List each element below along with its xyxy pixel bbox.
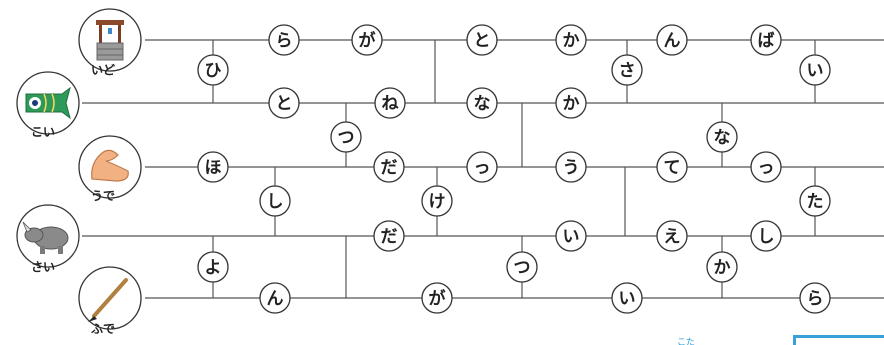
kana-char: と <box>276 94 293 114</box>
brush-icon <box>88 278 128 322</box>
kana-char: ら <box>276 31 293 51</box>
carp-streamer-icon <box>25 86 71 120</box>
kana-char: ん <box>664 31 681 51</box>
kana-char: だ <box>381 158 398 178</box>
kana-circle: ん <box>656 24 688 56</box>
kana-char: ひ <box>205 61 222 81</box>
kana-char: ば <box>758 31 775 51</box>
arm-muscle-icon <box>91 149 129 182</box>
kana-char: け <box>429 192 446 212</box>
kana-circle: な <box>466 87 498 119</box>
start-label: いど <box>91 63 115 77</box>
kana-circle: が <box>351 24 383 56</box>
kana-char: つ <box>338 128 355 148</box>
kana-char: ん <box>267 289 284 309</box>
kana-circles: らがとかんばひさいとねなかつなほだっうてっしけただいえしよつかんがいら <box>197 24 831 314</box>
kana-char: な <box>714 128 731 148</box>
kana-circle: が <box>421 282 453 314</box>
kana-circle: か <box>706 251 738 283</box>
kana-circle: と <box>268 87 300 119</box>
kana-char: か <box>563 31 580 51</box>
well-icon <box>96 20 124 61</box>
kana-circle: ら <box>268 24 300 56</box>
start-label: ふで <box>91 322 115 336</box>
kana-char: と <box>474 31 491 51</box>
kana-circle: ひ <box>197 54 229 86</box>
kana-circle: つ <box>506 251 538 283</box>
kana-circle: し <box>750 220 782 252</box>
kana-char: な <box>474 94 491 114</box>
footer-area: こた <box>677 335 884 345</box>
kana-char: て <box>664 158 681 178</box>
kana-char: ら <box>807 289 824 309</box>
start-well: いど <box>78 8 142 77</box>
kana-char: っ <box>474 158 491 178</box>
kana-circle: つ <box>330 121 362 153</box>
kana-circle: ほ <box>197 151 229 183</box>
kana-char: が <box>429 288 446 309</box>
kana-circle: か <box>555 87 587 119</box>
kana-char: え <box>664 227 681 247</box>
kana-circle: し <box>259 185 291 217</box>
footer-text-fragment: こた <box>677 337 695 345</box>
kana-circle: い <box>555 220 587 252</box>
kana-circle: よ <box>197 251 229 283</box>
kana-circle: っ <box>466 151 498 183</box>
kana-circle: ら <box>799 282 831 314</box>
kana-circle: と <box>466 24 498 56</box>
kana-char: だ <box>381 227 398 247</box>
kana-circle: っ <box>750 151 782 183</box>
kana-circle: う <box>555 151 587 183</box>
start-arm-muscle: うで <box>78 135 142 203</box>
kana-char: い <box>807 61 824 81</box>
kana-char: ね <box>382 94 399 114</box>
start-label: こい <box>31 125 55 139</box>
kana-char: つ <box>514 258 531 278</box>
kana-circle: だ <box>373 151 405 183</box>
start-brush: ふで <box>78 266 142 336</box>
start-label: さい <box>31 260 55 274</box>
kana-char: た <box>807 192 824 212</box>
kana-char: よ <box>205 258 222 278</box>
kana-char: う <box>563 158 580 178</box>
kana-circle: い <box>799 54 831 86</box>
kana-circle: さ <box>611 54 643 86</box>
kana-circle: い <box>611 282 643 314</box>
kana-char: が <box>359 30 376 51</box>
kana-circle: け <box>421 185 453 217</box>
kana-circle: て <box>656 151 688 183</box>
kana-circle: な <box>706 121 738 153</box>
kana-char: か <box>714 258 731 278</box>
kana-char: ほ <box>205 158 222 178</box>
start-carp-streamer: こい <box>16 71 80 139</box>
kana-circle: ば <box>750 24 782 56</box>
start-label: うで <box>91 189 115 203</box>
rhino-icon <box>22 221 69 254</box>
kana-circle: ん <box>259 282 291 314</box>
kana-circle: た <box>799 185 831 217</box>
start-rhino: さい <box>16 204 80 274</box>
kana-char: し <box>758 227 775 247</box>
kana-char: っ <box>758 158 775 178</box>
kana-char: か <box>563 94 580 114</box>
kana-circle: だ <box>373 220 405 252</box>
kana-char: し <box>267 192 284 212</box>
kana-circle: か <box>555 24 587 56</box>
kana-char: さ <box>619 61 636 81</box>
kana-circle: え <box>656 220 688 252</box>
kana-char: い <box>619 289 636 309</box>
kana-circle: ね <box>374 87 406 119</box>
kana-char: い <box>563 227 580 247</box>
